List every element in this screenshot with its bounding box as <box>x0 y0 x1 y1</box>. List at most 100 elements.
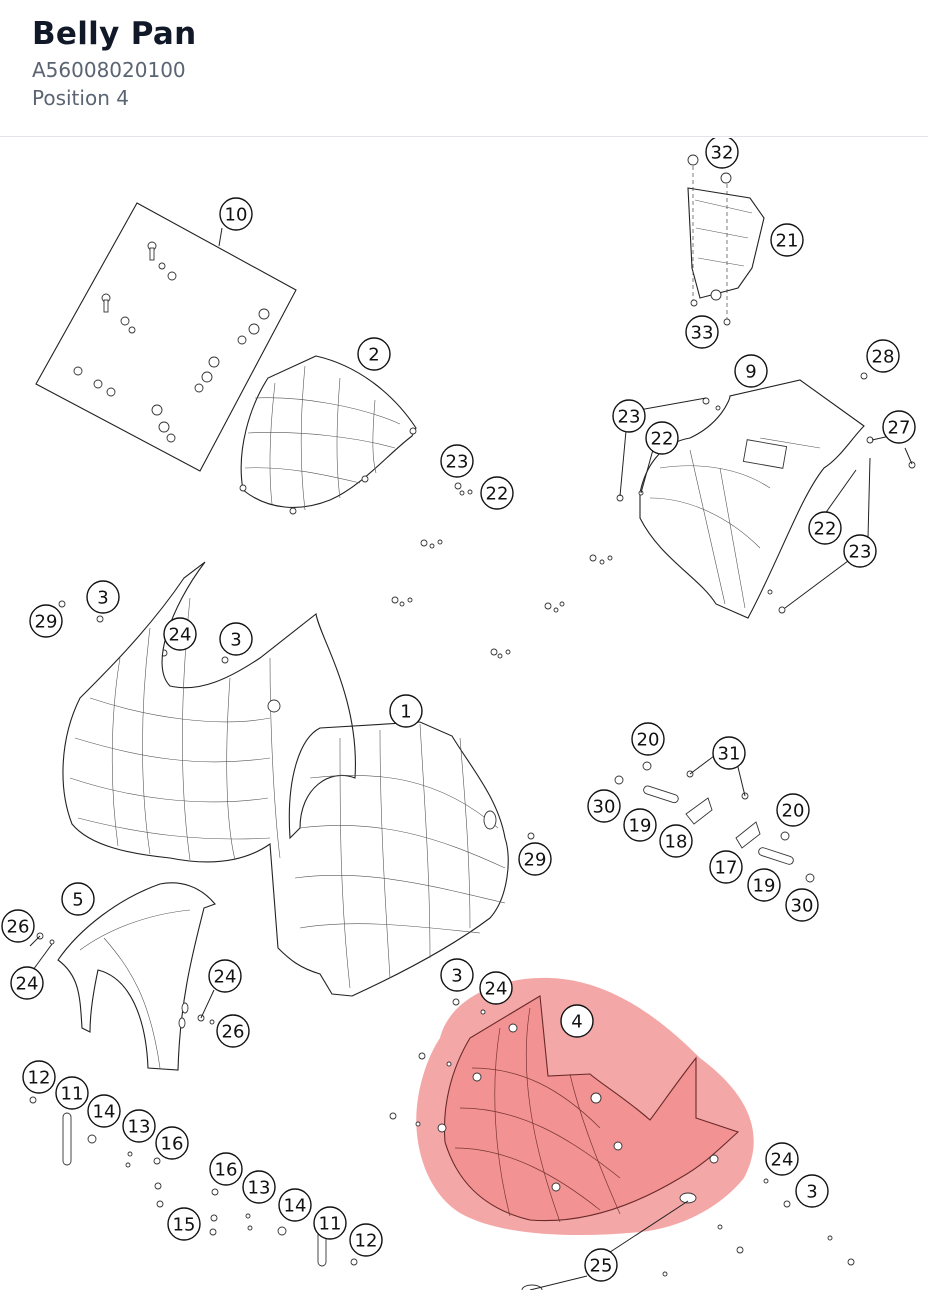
position-label: Position 4 <box>32 86 129 110</box>
callout-23: 23 <box>612 399 646 433</box>
callout-number: 23 <box>849 542 872 563</box>
callout-22: 22 <box>645 421 679 455</box>
right-hardware-group <box>614 761 815 883</box>
callout-30: 30 <box>785 888 819 922</box>
callout-23: 23 <box>843 534 877 568</box>
callout-number: 16 <box>161 1134 184 1155</box>
callout-20: 20 <box>631 722 665 756</box>
callout-number: 22 <box>651 429 674 450</box>
page-header: Belly Pan A56008020100 Position 4 <box>0 0 928 137</box>
callout-number: 11 <box>319 1214 342 1235</box>
callout-number: 19 <box>753 876 776 897</box>
callout-number: 33 <box>691 323 714 344</box>
callout-24: 24 <box>208 959 242 993</box>
callout-11: 11 <box>313 1206 347 1240</box>
callout-number: 3 <box>230 630 241 651</box>
callout-14: 14 <box>87 1094 121 1128</box>
callout-number: 14 <box>93 1102 116 1123</box>
callout-13: 13 <box>122 1109 156 1143</box>
lower-left-hardware <box>29 932 855 1290</box>
callout-1: 1 <box>389 694 423 728</box>
callout-16: 16 <box>209 1152 243 1186</box>
callout-number: 29 <box>35 612 58 633</box>
callout-number: 26 <box>222 1022 245 1043</box>
callout-29: 29 <box>29 604 63 638</box>
part-5-front-fender <box>57 882 216 1071</box>
callout-number: 5 <box>72 890 83 911</box>
callout-number: 13 <box>248 1178 271 1199</box>
callout-13: 13 <box>242 1170 276 1204</box>
callout-19: 19 <box>747 868 781 902</box>
callout-number: 24 <box>16 974 39 995</box>
callout-number: 13 <box>128 1117 151 1138</box>
callout-27: 27 <box>882 410 916 444</box>
callout-3: 3 <box>795 1174 829 1208</box>
callout-number: 14 <box>284 1196 307 1217</box>
callout-28: 28 <box>866 339 900 373</box>
part-number: A56008020100 <box>32 58 186 82</box>
callout-24: 24 <box>10 966 44 1000</box>
callout-16: 16 <box>155 1126 189 1160</box>
callout-number: 3 <box>97 588 108 609</box>
callout-12: 12 <box>349 1223 383 1257</box>
callout-number: 24 <box>214 967 237 988</box>
callout-number: 20 <box>782 801 805 822</box>
callout-number: 4 <box>571 1012 582 1033</box>
callout-24: 24 <box>163 617 197 651</box>
part-2-windshield <box>239 355 417 515</box>
callout-number: 27 <box>888 418 911 439</box>
callout-number: 24 <box>771 1150 794 1171</box>
callout-18: 18 <box>659 824 693 858</box>
callout-number: 17 <box>715 858 738 879</box>
callout-19: 19 <box>623 808 657 842</box>
part-4-belly-pan-highlight <box>416 977 754 1236</box>
part-9-inner-fairing <box>639 379 865 619</box>
callout-number: 30 <box>791 896 814 917</box>
callout-number: 2 <box>368 345 379 366</box>
callout-number: 9 <box>745 362 756 383</box>
callout-3: 3 <box>86 580 120 614</box>
callout-number: 20 <box>637 730 660 751</box>
callout-number: 1 <box>400 702 411 723</box>
callout-10: 10 <box>219 197 253 231</box>
callout-26: 26 <box>1 909 35 943</box>
callout-17: 17 <box>709 850 743 884</box>
callout-number: 24 <box>169 625 192 646</box>
callout-4: 4 <box>560 1004 594 1038</box>
callout-number: 16 <box>215 1160 238 1181</box>
callout-number: 30 <box>593 797 616 818</box>
callout-number: 21 <box>776 231 799 252</box>
callout-number: 28 <box>872 347 895 368</box>
callout-number: 26 <box>7 917 30 938</box>
callout-31: 31 <box>712 736 746 770</box>
callout-14: 14 <box>278 1188 312 1222</box>
scattered-fasteners <box>58 372 916 840</box>
callout-21: 21 <box>770 223 804 257</box>
callout-2: 2 <box>357 337 391 371</box>
callout-number: 10 <box>225 205 248 226</box>
callout-5: 5 <box>61 882 95 916</box>
part-1-front-fairing <box>62 561 509 997</box>
page-title: Belly Pan <box>32 16 197 52</box>
callout-11: 11 <box>55 1076 89 1110</box>
part-21-bracket <box>687 154 765 326</box>
callout-number: 32 <box>711 143 734 164</box>
callout-15: 15 <box>167 1207 201 1241</box>
callout-12: 12 <box>22 1060 56 1094</box>
callout-29: 29 <box>518 842 552 876</box>
callout-25: 25 <box>584 1248 618 1282</box>
callout-22: 22 <box>808 511 842 545</box>
callout-24: 24 <box>479 971 513 1005</box>
callout-number: 23 <box>618 407 641 428</box>
callout-9: 9 <box>734 354 768 388</box>
callout-26: 26 <box>216 1014 250 1048</box>
callout-number: 19 <box>629 816 652 837</box>
callout-number: 29 <box>524 850 547 871</box>
part-10-hardware-kit <box>35 202 297 472</box>
callout-number: 12 <box>355 1231 378 1252</box>
callout-number: 24 <box>485 979 508 1000</box>
callout-30: 30 <box>587 789 621 823</box>
callout-32: 32 <box>705 138 739 169</box>
callout-24: 24 <box>765 1142 799 1176</box>
